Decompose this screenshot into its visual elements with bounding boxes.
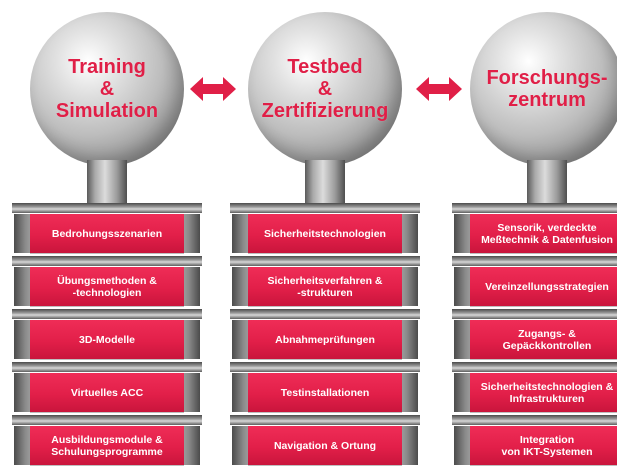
pillar-separator <box>452 309 617 319</box>
item-line: 3D-Modelle <box>78 333 135 346</box>
item-line: Navigation & Ortung <box>273 439 377 452</box>
item-line: Virtuelles ACC <box>70 386 144 399</box>
sphere-title-line: & <box>99 78 115 100</box>
double-headed-arrow-icon <box>416 77 462 101</box>
item-box: Abnahmeprüfungen <box>248 320 402 359</box>
column-forschungszentrum: Forschungs- zentrum Sensorik, verdeckte … <box>452 0 617 468</box>
sphere-title-line: zentrum <box>508 89 586 111</box>
item-line: Meßtechnik & Datenfusion <box>481 233 613 246</box>
pillar-neck <box>87 160 127 210</box>
pillar-stack: Bedrohungsszenarien Übungsmethoden & -te… <box>12 203 202 468</box>
item-line: Ausbildungsmodule & <box>51 433 163 446</box>
pillar-separator <box>452 415 617 425</box>
pillar-separator <box>12 415 202 425</box>
item-box: Sicherheitstechnologien <box>248 214 402 253</box>
column-testbed-zertifizierung: Testbed & Zertifizierung Sicherheitstech… <box>230 0 420 468</box>
item-box: Integration von IKT-Systemen <box>470 426 617 465</box>
item-line: -technologien <box>72 286 142 299</box>
item-line: Schulungsprogramme <box>51 445 163 458</box>
item-box: Vereinzellungsstrategien <box>470 267 617 306</box>
pillar-separator <box>230 415 420 425</box>
item-line: Sicherheitstechnologien <box>264 227 386 240</box>
pillar-separator <box>12 362 202 372</box>
item-line: von IKT-Systemen <box>501 445 593 458</box>
sphere-training-simulation: Training & Simulation <box>30 12 184 166</box>
item-line: Bedrohungsszenarien <box>51 227 163 240</box>
item-line: Sicherheitstechnologien & <box>480 380 614 393</box>
item-line: Testinstallationen <box>280 386 370 399</box>
item-line: Infrastrukturen <box>509 392 585 405</box>
pillar-neck <box>305 160 345 210</box>
pillar-neck <box>527 160 567 210</box>
sphere-title-line: Testbed <box>287 56 363 78</box>
column-training-simulation: Training & Simulation Bedrohungsszenarie… <box>12 0 202 468</box>
pillar-separator <box>230 256 420 266</box>
item-line: Zugangs- & <box>518 327 576 340</box>
pillar-stack: Sensorik, verdeckte Meßtechnik & Datenfu… <box>452 203 617 468</box>
sphere-title-line: Zertifizierung <box>261 100 389 122</box>
item-line: -strukturen <box>297 286 353 299</box>
pillar-separator <box>12 256 202 266</box>
item-box: Testinstallationen <box>248 373 402 412</box>
pillar-separator <box>230 362 420 372</box>
item-box: Sicherheitsverfahren & -strukturen <box>248 267 402 306</box>
double-headed-arrow-icon <box>190 77 236 101</box>
pillar-separator <box>452 362 617 372</box>
item-line: Sicherheitsverfahren & <box>267 274 383 287</box>
sphere-title-line: Simulation <box>55 100 159 122</box>
item-line: Übungsmethoden & <box>57 274 157 287</box>
sphere-title-line: Forschungs- <box>486 67 608 89</box>
sphere-forschungszentrum: Forschungs- zentrum <box>470 12 617 166</box>
item-box: Übungsmethoden & -technologien <box>30 267 184 306</box>
item-line: Sensorik, verdeckte <box>497 221 597 234</box>
pillar-separator <box>452 256 617 266</box>
item-box: Virtuelles ACC <box>30 373 184 412</box>
item-box: Sensorik, verdeckte Meßtechnik & Datenfu… <box>470 214 617 253</box>
pillar-cap <box>230 203 420 213</box>
pillar-separator <box>12 309 202 319</box>
item-box: Sicherheitstechnologien & Infrastrukture… <box>470 373 617 412</box>
item-box: Ausbildungsmodule & Schulungsprogramme <box>30 426 184 465</box>
sphere-title-line: & <box>317 78 333 100</box>
item-line: Gepäckkontrollen <box>502 339 592 352</box>
pillar-separator <box>230 309 420 319</box>
item-line: Abnahmeprüfungen <box>275 333 375 346</box>
item-line: Integration <box>519 433 575 446</box>
pillar-cap <box>12 203 202 213</box>
item-line: Vereinzellungsstrategien <box>485 280 609 293</box>
item-box: 3D-Modelle <box>30 320 184 359</box>
pillar-stack: Sicherheitstechnologien Sicherheitsverfa… <box>230 203 420 468</box>
pillar-cap <box>452 203 617 213</box>
sphere-testbed-zertifizierung: Testbed & Zertifizierung <box>248 12 402 166</box>
item-box: Bedrohungsszenarien <box>30 214 184 253</box>
sphere-title-line: Training <box>68 56 146 78</box>
item-box: Zugangs- & Gepäckkontrollen <box>470 320 617 359</box>
item-box: Navigation & Ortung <box>248 426 402 465</box>
